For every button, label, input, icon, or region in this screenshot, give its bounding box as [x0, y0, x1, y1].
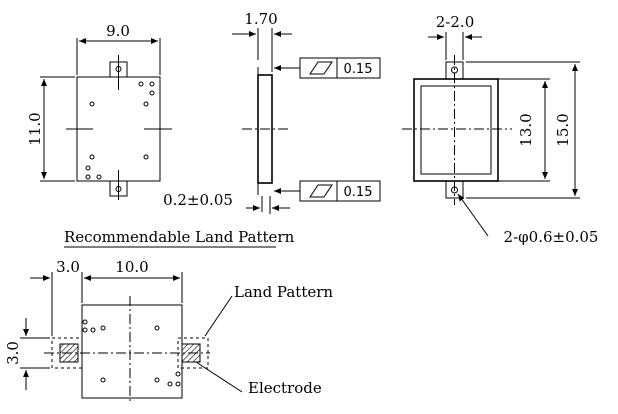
hole-dim: 2-φ0.6±0.05: [504, 228, 599, 246]
top-width-dim: 9.0: [106, 22, 130, 40]
land-pattern-view: Recommendable Land Pattern 3.0 10.0: [4, 228, 333, 402]
land-pattern-label: Land Pattern: [234, 283, 333, 301]
land-pad-right: [177, 337, 209, 369]
right-view: 2-2.0 13.0 15.0 2-φ0.6±0.05: [402, 13, 598, 246]
pad-width-dim: 3.0: [56, 258, 80, 276]
lead-thickness-dim: 0.2±0.05: [163, 191, 233, 209]
land-pad-left: [51, 337, 83, 369]
land-pattern-title: Recommendable Land Pattern: [64, 228, 295, 246]
flatness-top-value: 0.15: [344, 62, 373, 77]
land-pattern-body: [81, 304, 183, 399]
flatness-frame-top: [299, 57, 381, 79]
side-view: 1.70 0.15 0.15 0.2±0.05: [163, 10, 381, 214]
body-length-dim: 13.0: [517, 113, 535, 146]
flatness-bottom-value: 0.15: [344, 185, 373, 200]
flatness-icon: [309, 184, 333, 198]
pitch-dim: 10.0: [115, 258, 148, 276]
electrode-label: Electrode: [248, 379, 322, 397]
side-thickness-dim: 1.70: [244, 10, 277, 28]
top-height-dim: 11.0: [26, 112, 44, 145]
flatness-icon: [309, 61, 333, 75]
flatness-frame-bottom: [299, 180, 381, 202]
pad-height-dim: 3.0: [4, 341, 22, 365]
side-view-body: [257, 74, 273, 184]
right-view-body: [413, 78, 499, 182]
lead-width-dim: 2-2.0: [436, 13, 474, 31]
electrode-right: [181, 343, 201, 363]
top-view: 9.0 11.0: [26, 22, 172, 200]
electrode-left: [59, 343, 79, 363]
overall-length-dim: 15.0: [554, 113, 572, 146]
